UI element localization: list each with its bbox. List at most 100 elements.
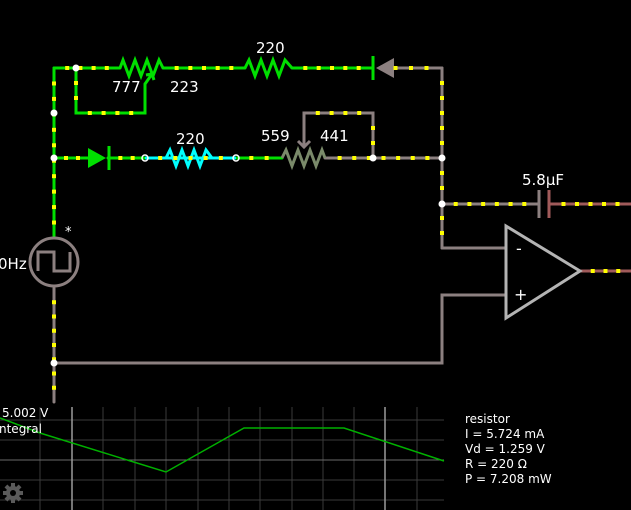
current-dot (409, 66, 413, 70)
current-dot (158, 156, 163, 160)
info-resistance: R = 220 Ω (465, 457, 527, 471)
current-dot (218, 156, 223, 160)
capacitor-label: 5.8μF (522, 171, 564, 189)
opamp-plus-label: + (514, 285, 527, 304)
pot-middle-right-label: 441 (320, 127, 349, 145)
current-dot (52, 189, 56, 194)
junction-node (369, 154, 377, 162)
info-power: P = 7.208 mW (465, 472, 552, 486)
current-dot (78, 66, 83, 70)
current-dot (440, 186, 444, 190)
current-dot (52, 357, 56, 362)
current-dot (343, 111, 348, 115)
current-dot (508, 202, 513, 206)
square-wave-icon (36, 250, 72, 273)
current-dot (494, 202, 499, 206)
current-dot (603, 269, 608, 273)
current-dot (440, 111, 444, 115)
current-dot (74, 96, 78, 100)
wire[interactable] (52, 293, 508, 365)
current-dot (337, 156, 342, 160)
current-dot (303, 66, 308, 70)
current-dot (467, 202, 472, 206)
current-dot (52, 143, 56, 148)
potentiometer-top[interactable] (118, 55, 165, 81)
scope-trace (0, 417, 445, 473)
current-dot (91, 66, 96, 70)
square-wave-source[interactable] (28, 236, 80, 288)
resistor-top[interactable] (243, 55, 294, 81)
gear-icon[interactable] (3, 483, 23, 503)
current-dot (118, 156, 123, 160)
current-dot (481, 202, 486, 206)
info-panel: resistor I = 5.724 mA Vd = 1.259 V R = 2… (465, 412, 552, 486)
current-dot (381, 156, 386, 160)
wire[interactable] (74, 66, 147, 115)
resistor-selected-label: 220 (176, 130, 205, 148)
terminal-node (232, 154, 240, 162)
current-dots (52, 66, 621, 390)
current-dot (203, 156, 208, 160)
scope-mode-label: ntegral (0, 422, 42, 436)
potentiometer-middle[interactable] (280, 145, 327, 171)
scope-panel[interactable]: 5.002 V ntegral (0, 406, 445, 510)
current-dot (352, 156, 357, 160)
source-marker: * (65, 225, 72, 240)
resistor-top-label: 220 (256, 39, 285, 57)
current-dot (52, 81, 56, 86)
current-dot (174, 66, 179, 70)
pot-middle-left-label: 559 (261, 127, 290, 145)
info-current: I = 5.724 mA (465, 427, 545, 441)
current-dot (424, 66, 429, 70)
opamp[interactable] (504, 223, 583, 321)
current-dot (202, 66, 206, 70)
current-dot (52, 220, 56, 225)
resistor-selected[interactable] (164, 145, 214, 171)
current-dot (522, 202, 527, 206)
current-dot (440, 81, 444, 85)
current-dot (590, 269, 595, 273)
current-dot (356, 66, 361, 70)
current-dot (343, 66, 348, 70)
current-dot (615, 202, 620, 206)
current-dot (410, 156, 415, 160)
pot-top-left-label: 777 (112, 78, 141, 96)
current-dot (52, 314, 56, 319)
current-dot (315, 111, 320, 115)
junction-node (438, 154, 446, 162)
current-dot (87, 111, 92, 115)
current-dot (52, 300, 56, 305)
current-dot (440, 171, 444, 175)
current-dot (393, 66, 398, 70)
current-dot (425, 156, 430, 160)
current-dot (74, 81, 78, 85)
current-dot (371, 126, 375, 130)
current-dot (115, 111, 120, 115)
current-dot (357, 111, 362, 115)
current-dot (602, 202, 606, 206)
selected-resistor-terminals (141, 154, 240, 162)
current-dot (588, 202, 593, 206)
junction-node (50, 109, 58, 117)
current-dot (330, 66, 334, 70)
terminal-node (141, 154, 149, 162)
current-dot (65, 66, 70, 70)
current-dot (52, 328, 56, 333)
current-dot (129, 111, 134, 115)
capacitor[interactable] (537, 190, 551, 218)
diode-top[interactable] (371, 56, 394, 80)
wire[interactable] (302, 111, 375, 160)
current-dot (561, 202, 566, 206)
current-dot (76, 156, 80, 160)
current-dot (52, 385, 56, 390)
wires-idle (52, 66, 540, 404)
junction-node (50, 154, 58, 162)
diode-middle[interactable] (88, 146, 111, 170)
current-dot (366, 156, 371, 160)
current-dot (229, 66, 234, 70)
current-dot (616, 269, 621, 273)
current-dot (249, 156, 254, 160)
current-dot (64, 156, 68, 160)
scope-value-label: 5.002 V (2, 406, 49, 420)
